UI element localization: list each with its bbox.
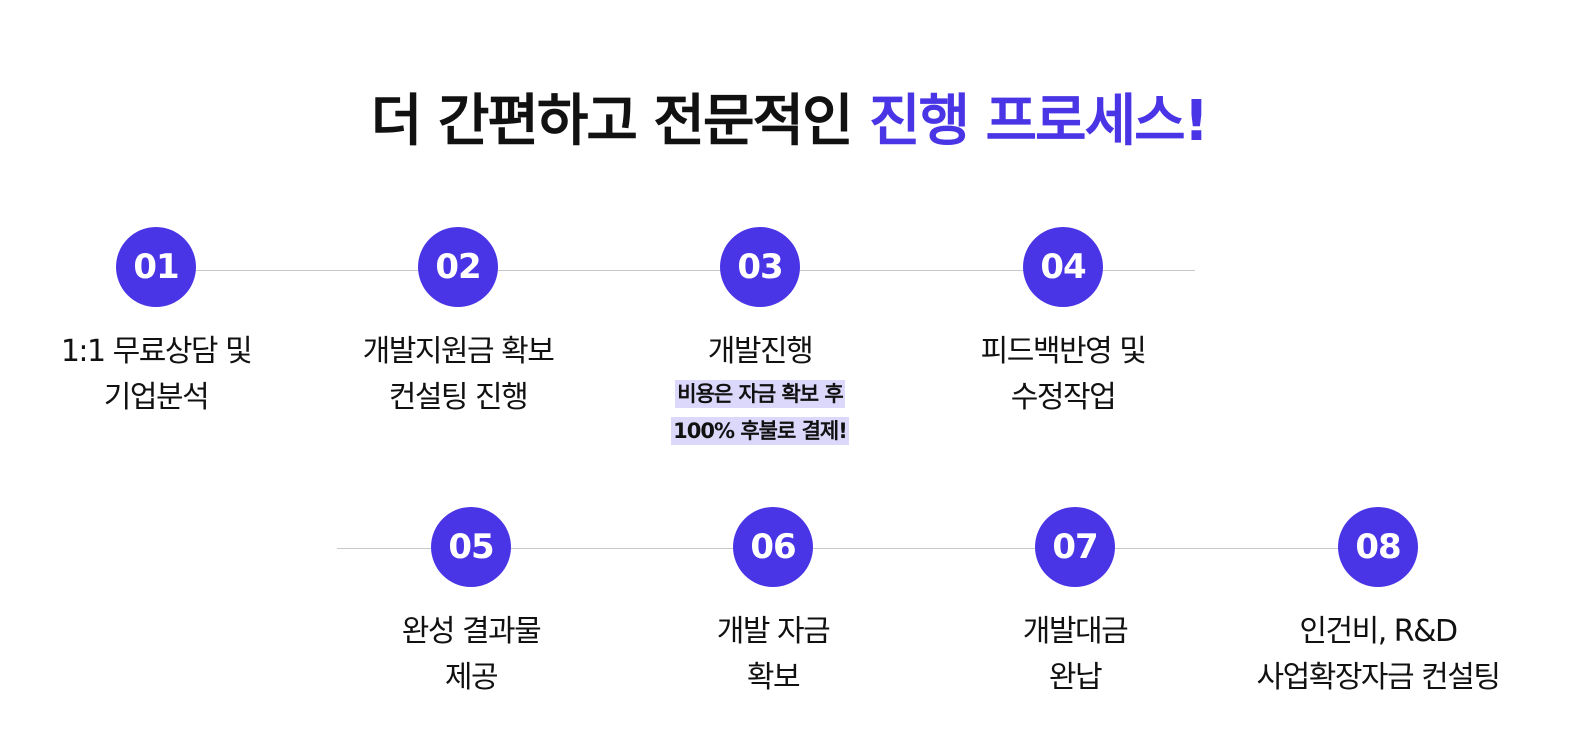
step-label-line: 개발대금 <box>1022 614 1129 649</box>
step-number-badge: 03 <box>720 227 800 307</box>
step-03: 03 개발진행 비용은 자금 확보 후 100% 후불로 결제! <box>630 227 890 451</box>
step-label-line: 수정작업 <box>1010 380 1117 415</box>
step-label-line: 확보 <box>746 660 801 695</box>
step-number-badge: 06 <box>733 507 813 587</box>
step-label-line: 기업분석 <box>103 380 210 415</box>
step-number-badge: 04 <box>1023 227 1103 307</box>
step-number-badge: 01 <box>116 227 196 307</box>
step-number-badge: 07 <box>1035 507 1115 587</box>
step-label: 개발 자금 확보 <box>643 609 903 701</box>
payment-note-line: 100% 후불로 결제! <box>671 417 849 445</box>
payment-note-line: 비용은 자금 확보 후 <box>675 380 845 408</box>
step-01: 01 1:1 무료상담 및 기업분석 <box>26 227 286 421</box>
step-05: 05 완성 결과물 제공 <box>341 507 601 701</box>
title-prefix: 더 간편하고 전문적인 <box>370 88 869 154</box>
step-label: 피드백반영 및 수정작업 <box>933 329 1193 421</box>
step-08: 08 인건비, R&D 사업확장자금 컨설팅 <box>1248 507 1508 701</box>
step-label-line: 사업확장자금 컨설팅 <box>1256 660 1501 695</box>
step-label-line: 제공 <box>444 660 499 695</box>
step-label-line: 1:1 무료상담 및 <box>60 334 253 369</box>
step-label: 개발진행 <box>630 329 890 375</box>
step-number-badge: 05 <box>431 507 511 587</box>
step-label-line: 개발진행 <box>707 334 814 369</box>
step-06: 06 개발 자금 확보 <box>643 507 903 701</box>
step-label-line: 피드백반영 및 <box>980 334 1147 369</box>
step-label-line: 컨설팅 진행 <box>388 380 529 415</box>
connector-line-row-1 <box>156 270 1195 271</box>
step-label-line: 인건비, R&D <box>1299 614 1458 649</box>
step-label: 개발대금 완납 <box>945 609 1205 701</box>
title-highlight: 진행 프로세스! <box>869 88 1209 154</box>
step-07: 07 개발대금 완납 <box>945 507 1205 701</box>
payment-note: 비용은 자금 확보 후 100% 후불로 결제! <box>630 377 890 451</box>
step-number-badge: 08 <box>1338 507 1418 587</box>
page-title: 더 간편하고 전문적인 진행 프로세스! <box>0 76 1578 157</box>
step-label-line: 개발지원금 확보 <box>362 334 555 369</box>
step-number-badge: 02 <box>418 227 498 307</box>
step-label: 완성 결과물 제공 <box>341 609 601 701</box>
step-label-line: 개발 자금 <box>716 614 831 649</box>
connector-line-row-2 <box>337 548 1379 549</box>
step-04: 04 피드백반영 및 수정작업 <box>933 227 1193 421</box>
step-02: 02 개발지원금 확보 컨설팅 진행 <box>328 227 588 421</box>
step-label: 인건비, R&D 사업확장자금 컨설팅 <box>1248 609 1508 701</box>
step-label-line: 완성 결과물 <box>401 614 542 649</box>
step-label: 개발지원금 확보 컨설팅 진행 <box>328 329 588 421</box>
step-label-line: 완납 <box>1048 660 1103 695</box>
step-label: 1:1 무료상담 및 기업분석 <box>26 329 286 421</box>
